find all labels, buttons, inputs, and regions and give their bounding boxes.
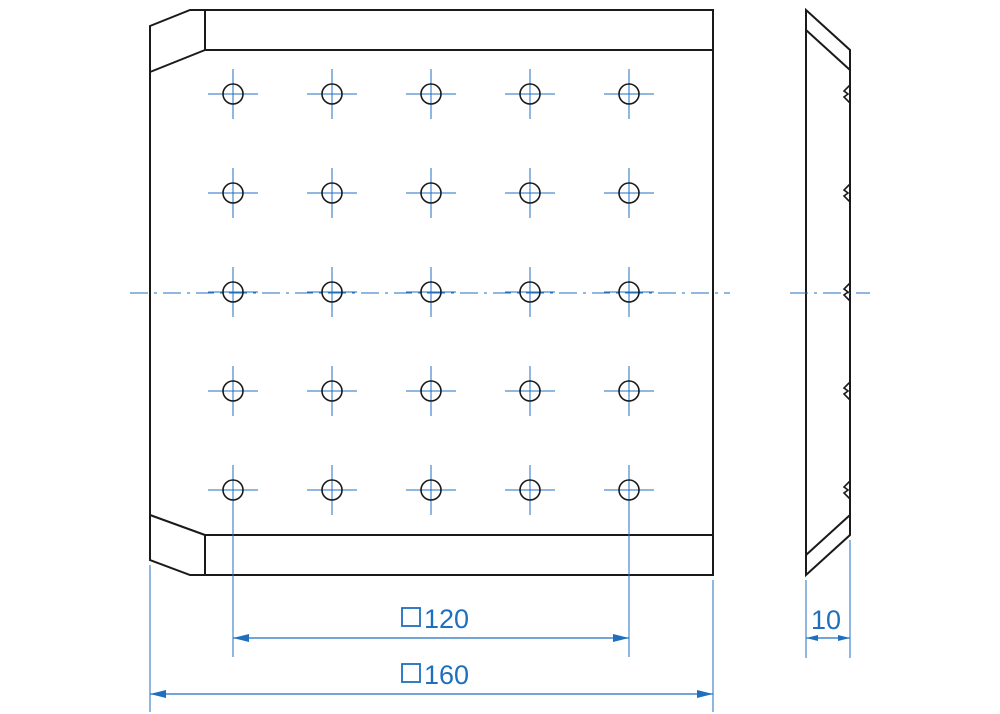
hole-circle: [420, 380, 442, 402]
bottom-chamfer-band: [149, 514, 713, 575]
square-symbol-120: [401, 607, 421, 627]
hole-circle: [519, 479, 541, 501]
hole: [505, 366, 555, 416]
side-view: [790, 7, 870, 578]
hole: [604, 267, 654, 317]
dimension-label-10: 10: [811, 605, 841, 635]
hole: [307, 267, 357, 317]
side-notch: [842, 480, 851, 500]
hole: [406, 366, 456, 416]
arrowhead-left: [233, 634, 249, 642]
hole-circle: [222, 380, 244, 402]
arrowhead-right: [697, 690, 713, 698]
hole: [208, 168, 258, 218]
square-symbol-160: [401, 663, 421, 683]
hole-circle: [618, 182, 640, 204]
dimension-plate-size: 160: [149, 565, 714, 712]
dimension-label-160: 160: [424, 660, 469, 690]
arrowhead-left: [806, 635, 818, 641]
front-view: [130, 9, 730, 576]
hole-circle: [420, 182, 442, 204]
hole: [505, 168, 555, 218]
hole: [307, 168, 357, 218]
hole: [208, 465, 258, 515]
hole-circle: [420, 83, 442, 105]
hole: [406, 465, 456, 515]
hole-circle: [618, 83, 640, 105]
hole: [208, 69, 258, 119]
hole-circle: [519, 281, 541, 303]
hole: [307, 366, 357, 416]
arrowhead-right: [613, 634, 629, 642]
hole-circle: [420, 281, 442, 303]
side-inner-edge-bottom: [805, 514, 851, 556]
hole: [505, 69, 555, 119]
side-inner-edge-top: [805, 29, 851, 71]
side-notch: [842, 282, 851, 302]
top-chamfer-band: [149, 10, 713, 73]
hole: [505, 465, 555, 515]
hole: [406, 267, 456, 317]
hole-circle: [420, 479, 442, 501]
plate-outline: [149, 9, 714, 576]
arrowhead-right: [838, 635, 850, 641]
side-notch: [842, 381, 851, 401]
hole-circle: [222, 83, 244, 105]
dimension-label-120: 120: [424, 604, 469, 634]
hole: [307, 69, 357, 119]
hole: [604, 465, 654, 515]
hole-circle: [222, 182, 244, 204]
hole-grid: [208, 69, 654, 515]
side-countersink-notches: [842, 84, 851, 500]
hole: [406, 168, 456, 218]
side-notch: [842, 84, 851, 104]
dimension-thickness: 10: [805, 540, 851, 658]
hole-circle: [618, 380, 640, 402]
hole-circle: [222, 479, 244, 501]
side-notch: [842, 183, 851, 203]
side-profile-outline: [805, 7, 851, 578]
hole-circle: [618, 281, 640, 303]
hole: [307, 465, 357, 515]
hole: [604, 366, 654, 416]
hole-circle: [519, 83, 541, 105]
hole-circle: [222, 281, 244, 303]
hole-circle: [321, 380, 343, 402]
hole-circle: [618, 479, 640, 501]
hole-circle: [321, 83, 343, 105]
arrowhead-left: [150, 690, 166, 698]
hole: [505, 267, 555, 317]
hole-circle: [519, 182, 541, 204]
hole-circle: [519, 380, 541, 402]
hole-circle: [321, 281, 343, 303]
dimension-hole-pitch: 120: [232, 510, 630, 657]
hole-circle: [321, 479, 343, 501]
hole-circle: [321, 182, 343, 204]
hole: [208, 267, 258, 317]
hole: [604, 69, 654, 119]
hole: [208, 366, 258, 416]
hole: [406, 69, 456, 119]
hole: [604, 168, 654, 218]
